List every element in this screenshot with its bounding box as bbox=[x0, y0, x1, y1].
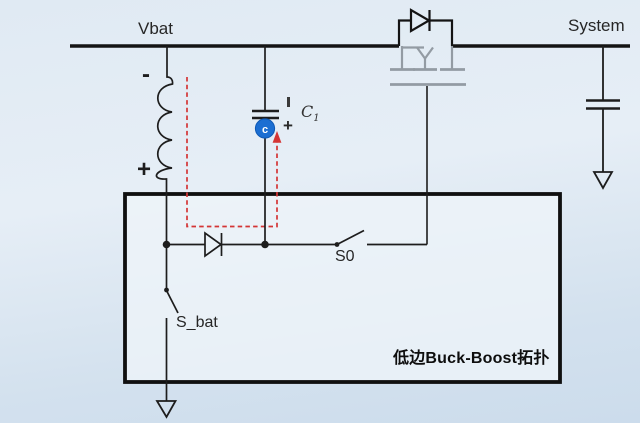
s0-blade bbox=[336, 229, 365, 246]
c1-letter: C bbox=[301, 102, 314, 121]
inductor-minus-label: - bbox=[142, 61, 150, 88]
switch-s0-label: S0 bbox=[335, 248, 355, 265]
low-side-diode bbox=[166, 231, 337, 258]
switch-sbat-label: S_bat bbox=[176, 314, 218, 331]
inductor-plus-label: + bbox=[137, 156, 152, 183]
body-diode-triangle-icon bbox=[409, 8, 432, 33]
ground-icon bbox=[155, 400, 178, 419]
current-marker-icon: c bbox=[254, 118, 276, 139]
body-diode bbox=[397, 8, 454, 46]
current-loop-dashed-path bbox=[186, 77, 282, 228]
capacitor-c1 bbox=[252, 46, 279, 245]
inductor bbox=[155, 46, 174, 245]
c1-polarity-tick bbox=[287, 97, 290, 107]
current-arrowhead-icon bbox=[272, 131, 282, 143]
c1-subscript: 1 bbox=[313, 113, 320, 125]
c1-plus-label: + bbox=[283, 116, 293, 135]
sbat-blade bbox=[165, 290, 179, 314]
mosfet-icon bbox=[390, 46, 466, 86]
system-label: System bbox=[568, 16, 625, 35]
topology-box bbox=[123, 192, 562, 384]
switch-sbat bbox=[155, 244, 179, 419]
current-marker-letter: c bbox=[262, 124, 268, 136]
c1-label: C1 bbox=[301, 104, 320, 124]
junction-dots bbox=[162, 240, 340, 293]
diode-triangle-icon bbox=[204, 231, 223, 258]
topology-caption: 低边Buck-Boost拓扑 bbox=[393, 350, 550, 367]
ground-icon bbox=[592, 171, 614, 190]
switch-s0 bbox=[336, 229, 427, 246]
vbat-label: Vbat bbox=[138, 19, 173, 38]
system-capacitor bbox=[586, 46, 620, 190]
